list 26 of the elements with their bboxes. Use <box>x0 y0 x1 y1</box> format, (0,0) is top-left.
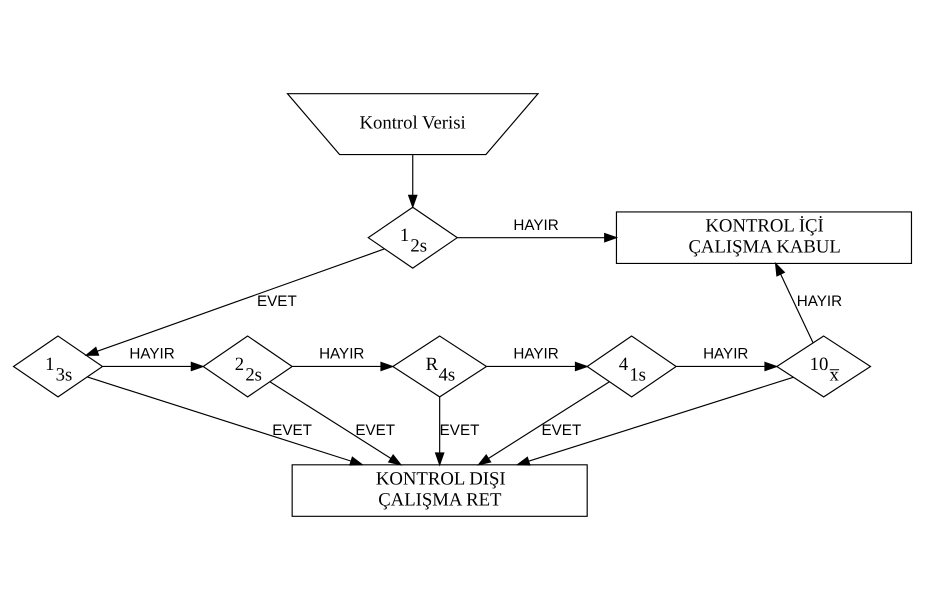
edge-label: HAYIR <box>703 346 748 363</box>
edge-label: HAYIR <box>129 346 175 363</box>
edge-label: EVET <box>440 422 480 439</box>
arrow <box>270 381 402 466</box>
arrow <box>774 262 814 344</box>
arrow <box>477 381 610 466</box>
arrow <box>434 397 445 466</box>
arrow <box>408 155 418 209</box>
edge-label: EVET <box>272 422 312 439</box>
arrow <box>102 362 205 372</box>
arrow <box>486 362 589 372</box>
edge-label: EVET <box>257 293 297 310</box>
edge-label: HAYIR <box>513 216 559 234</box>
arrow <box>292 362 394 372</box>
edge-label: HAYIR <box>513 346 559 363</box>
node-box: KONTROL İÇİ ÇALIŞMA KABUL <box>616 211 912 264</box>
edge-label: HAYIR <box>319 346 364 363</box>
node-box: KONTROL DIŞI ÇALIŞMA RET <box>292 464 588 517</box>
arrow <box>458 232 618 243</box>
arrow <box>676 362 778 372</box>
edge-label: EVET <box>355 422 396 439</box>
edge-label: EVET <box>542 422 582 439</box>
arrow <box>516 376 794 466</box>
arrow <box>87 376 364 466</box>
arrow <box>84 248 385 356</box>
edge-label: HAYIR <box>796 293 842 310</box>
